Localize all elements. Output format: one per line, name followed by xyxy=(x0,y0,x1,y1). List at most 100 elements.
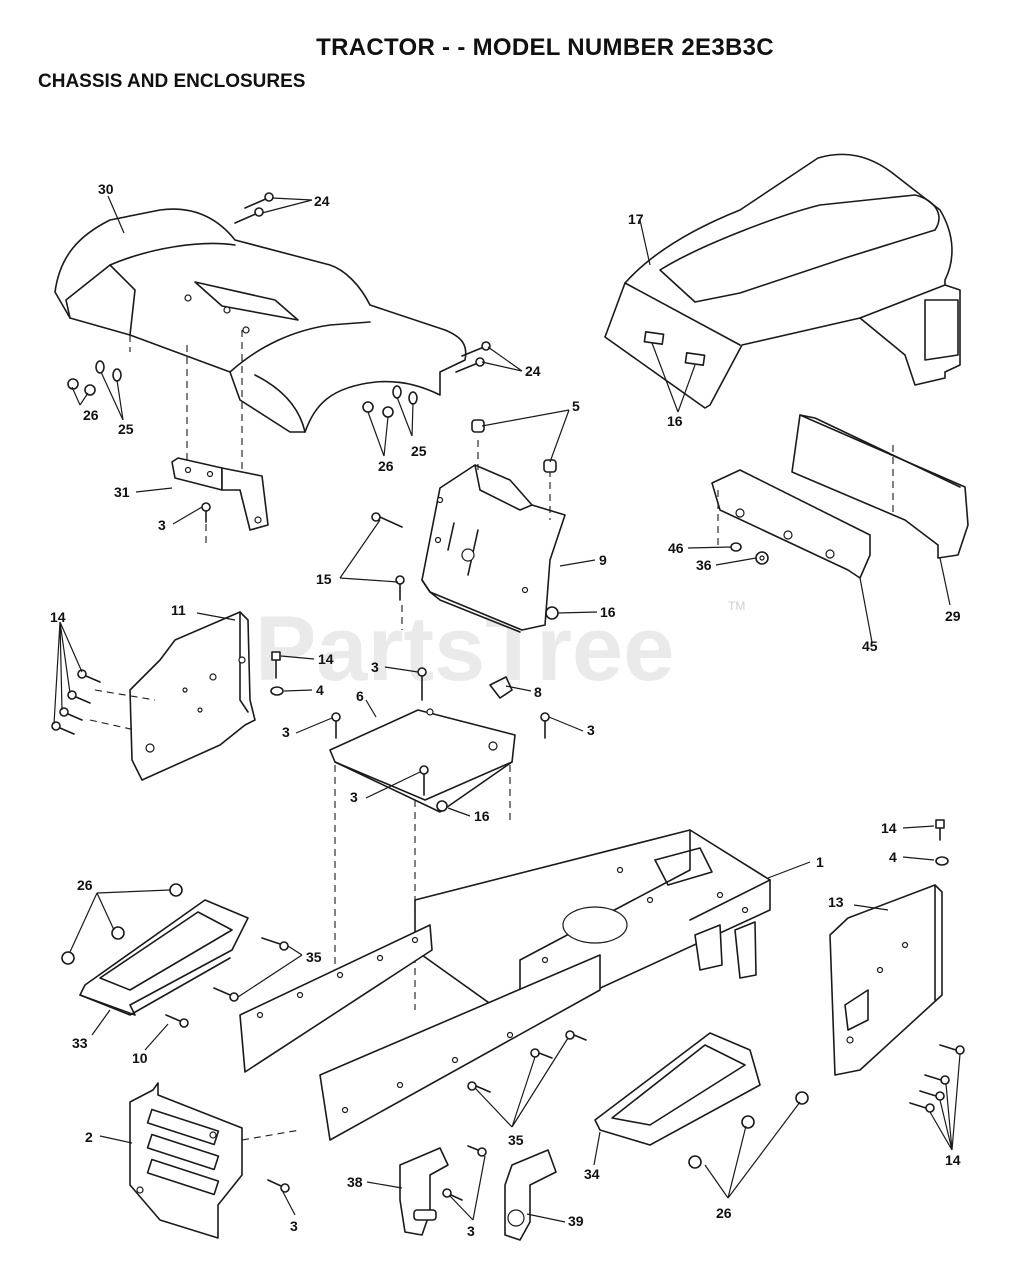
bolt-3-bracket-front[interactable] xyxy=(267,1179,290,1193)
callout-4-a: 4 xyxy=(316,682,324,698)
callout-3-a: 3 xyxy=(158,517,166,533)
callout-16-a: 16 xyxy=(667,413,683,429)
part-31-bracket[interactable] xyxy=(171,457,269,531)
bolt-14-right-top[interactable] xyxy=(935,819,945,841)
part-1-main-frame[interactable] xyxy=(414,829,771,1026)
part-29-panel[interactable] xyxy=(791,414,969,559)
bolt-3-plate-b[interactable] xyxy=(331,712,341,739)
washer-46[interactable] xyxy=(730,542,742,552)
callout-45: 45 xyxy=(862,638,878,654)
callout-5: 5 xyxy=(572,398,580,414)
callout-29: 29 xyxy=(945,608,961,624)
callout-3-e: 3 xyxy=(350,789,358,805)
part-2-bracket[interactable] xyxy=(129,1082,243,1239)
callout-24-a: 24 xyxy=(314,193,330,209)
callout-11: 11 xyxy=(171,602,186,618)
part-8-clip[interactable] xyxy=(489,676,513,699)
callout-14-b: 14 xyxy=(318,651,334,667)
bolt-3-bracket-38-39[interactable] xyxy=(442,1145,487,1201)
callout-17: 17 xyxy=(628,211,644,227)
callout-25-a: 25 xyxy=(118,421,134,437)
part-39-bracket[interactable] xyxy=(504,1149,557,1241)
nut-36[interactable] xyxy=(755,551,769,565)
nut-26-footrest[interactable] xyxy=(61,883,183,965)
callout-10: 10 xyxy=(132,1050,148,1066)
part-30-rear-fender[interactable] xyxy=(54,208,467,433)
part-11-side-panel[interactable] xyxy=(129,611,256,781)
callout-25-b: 25 xyxy=(411,443,427,459)
callout-3-d: 3 xyxy=(587,722,595,738)
part-6-floor-plate[interactable] xyxy=(329,708,516,813)
section-title: CHASSIS AND ENCLOSURES xyxy=(38,71,306,92)
nut-5-b[interactable] xyxy=(543,459,557,473)
bolt-35-footrest[interactable] xyxy=(213,937,289,1002)
bolt-24-lower-a[interactable] xyxy=(461,341,491,357)
callout-30: 30 xyxy=(98,181,114,197)
callout-46: 46 xyxy=(668,540,684,556)
callout-35-a: 35 xyxy=(306,949,322,965)
callout-3-g: 3 xyxy=(467,1223,475,1239)
callout-16-c: 16 xyxy=(474,808,490,824)
callout-24-b: 24 xyxy=(525,363,541,379)
bolt-3-plate-d[interactable] xyxy=(419,765,429,796)
bolt-14-right[interactable] xyxy=(909,1044,965,1113)
bolt-10[interactable] xyxy=(165,1014,189,1028)
callout-8: 8 xyxy=(534,684,542,700)
callout-4-b: 4 xyxy=(889,849,897,865)
washer-4-right[interactable] xyxy=(935,856,949,866)
bolt-15[interactable] xyxy=(371,512,405,601)
callout-9: 9 xyxy=(599,552,607,568)
leader-lines xyxy=(53,195,961,1223)
callout-36: 36 xyxy=(696,557,712,573)
frame-rail-left[interactable] xyxy=(239,924,433,1073)
bolt-3-bracket[interactable] xyxy=(201,502,211,523)
callout-26-d: 26 xyxy=(716,1205,732,1221)
bolt-14-mid[interactable] xyxy=(271,651,281,679)
callout-35-b: 35 xyxy=(508,1132,524,1148)
bolt-14-left[interactable] xyxy=(51,669,101,735)
watermark-tm: TM xyxy=(728,599,745,613)
part-33-footrest[interactable] xyxy=(79,899,249,1016)
callout-14-c: 14 xyxy=(881,820,897,836)
callout-39: 39 xyxy=(568,1213,584,1229)
watermark-text: PartsTree xyxy=(255,598,674,700)
nut-16-dash[interactable] xyxy=(545,606,559,620)
nut-26-right[interactable] xyxy=(362,401,394,418)
bolt-24-upper-a[interactable] xyxy=(244,192,274,209)
bolt-3-plate-c[interactable] xyxy=(540,712,550,739)
callout-2: 2 xyxy=(85,1129,93,1145)
part-38-bracket[interactable] xyxy=(399,1147,449,1236)
part-34-footrest[interactable] xyxy=(594,1032,761,1146)
callout-3-b: 3 xyxy=(371,659,379,675)
bolt-24-upper-b[interactable] xyxy=(234,207,264,224)
washer-4-mid[interactable] xyxy=(270,686,284,696)
washer-25-right[interactable] xyxy=(392,385,418,405)
nut-26-left[interactable] xyxy=(67,378,96,396)
callout-26-c: 26 xyxy=(77,877,93,893)
bolt-24-lower-b[interactable] xyxy=(455,357,485,373)
part-9-dash-panel[interactable] xyxy=(421,464,566,633)
callout-6: 6 xyxy=(356,688,364,704)
callout-34: 34 xyxy=(584,1166,600,1182)
frame-rail-right[interactable] xyxy=(319,954,601,1141)
callout-3-c: 3 xyxy=(282,724,290,740)
callout-38: 38 xyxy=(347,1174,363,1190)
part-17-hood[interactable] xyxy=(604,153,961,409)
part-45-bracket[interactable] xyxy=(711,469,871,579)
bolt-3-plate-a[interactable] xyxy=(417,667,427,701)
callout-31: 31 xyxy=(114,484,130,500)
page-title: TRACTOR - - MODEL NUMBER 2E3B3C xyxy=(316,34,774,61)
callout-16-b: 16 xyxy=(600,604,616,620)
nut-26-right-footrest[interactable] xyxy=(688,1091,809,1169)
callout-3-f: 3 xyxy=(290,1218,298,1234)
callout-14-a: 14 xyxy=(50,609,66,625)
nut-16-plate[interactable] xyxy=(436,800,448,812)
bolt-35-center[interactable] xyxy=(467,1030,587,1093)
callout-14-d: 14 xyxy=(945,1152,961,1168)
washer-25-left[interactable] xyxy=(95,360,122,382)
callout-labels: 30 24 17 24 26 25 5 16 26 25 31 3 9 46 3… xyxy=(50,181,961,1239)
callout-33: 33 xyxy=(72,1035,88,1051)
part-13-side-panel[interactable] xyxy=(829,884,943,1076)
callout-1: 1 xyxy=(816,854,824,870)
